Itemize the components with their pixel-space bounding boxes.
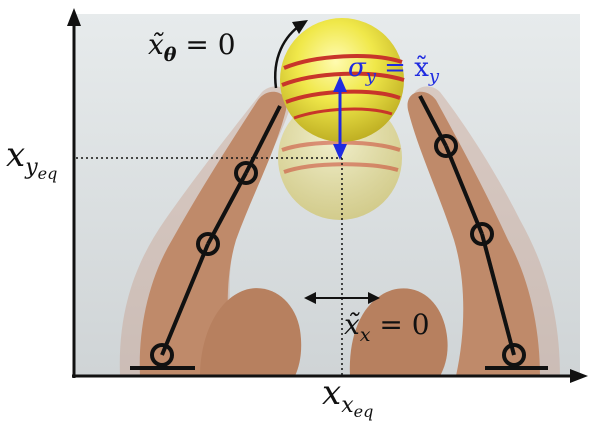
left-finger-linkage bbox=[130, 105, 282, 370]
left-base-joint bbox=[150, 343, 174, 367]
left-joint-3 bbox=[234, 161, 258, 185]
right-finger-linkage bbox=[418, 95, 548, 370]
y-axis-arrowhead bbox=[67, 8, 81, 26]
y-axis-label: xyeq bbox=[6, 135, 57, 183]
x-tilde-arrowhead-right bbox=[368, 292, 380, 304]
theta-rotation-arrowhead bbox=[292, 20, 308, 34]
right-base-joint bbox=[502, 343, 526, 367]
x-theta-label: x̃θ = 0 bbox=[148, 28, 236, 66]
x-tilde-arrowhead-left bbox=[304, 292, 316, 304]
x-axis-arrowhead bbox=[570, 369, 588, 383]
right-joint-2 bbox=[470, 222, 494, 246]
x-axis-label: xxeq bbox=[322, 373, 373, 421]
sigma-y-label: σy = x̃y bbox=[348, 53, 440, 87]
left-joint-2 bbox=[196, 232, 220, 256]
x-x-label: x̃x = 0 bbox=[344, 308, 430, 346]
sigma-y-arrowhead-top bbox=[333, 76, 347, 92]
right-joint-3 bbox=[434, 134, 458, 158]
sigma-y-arrowhead-bottom bbox=[333, 144, 347, 160]
